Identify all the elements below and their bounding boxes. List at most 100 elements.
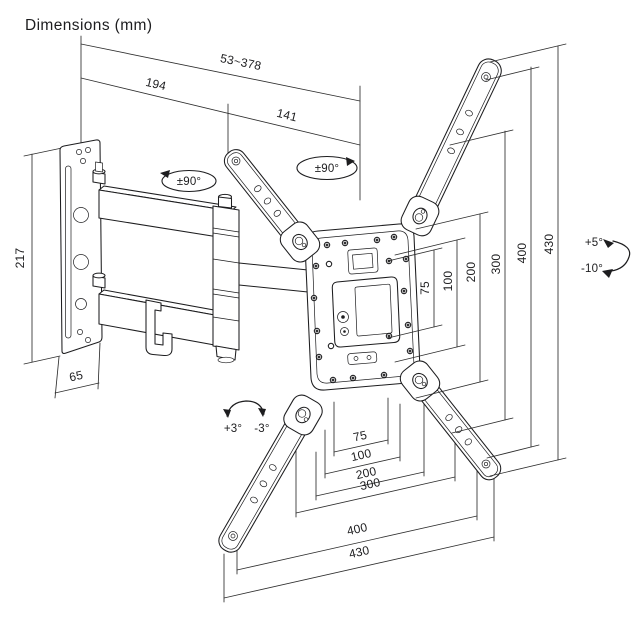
dim-label-right-400: 400 bbox=[515, 243, 529, 264]
arm-pivot-hole bbox=[301, 242, 307, 248]
arrowhead-icon bbox=[160, 170, 170, 178]
elbow-joint-line bbox=[212, 227, 240, 233]
center-bracket-inner bbox=[354, 283, 393, 337]
arm-pivot-hole bbox=[303, 417, 309, 422]
dim-line-53-378 bbox=[80, 43, 361, 102]
elbow-joint-line bbox=[212, 258, 240, 264]
extension-line bbox=[97, 342, 101, 390]
tilt-down-label: -10° bbox=[581, 263, 603, 275]
tick-line bbox=[415, 379, 489, 399]
slot-dot bbox=[353, 356, 359, 361]
arrowhead-icon bbox=[602, 269, 613, 278]
slot-dot bbox=[366, 355, 372, 360]
arm-hole bbox=[263, 197, 272, 205]
tick-line bbox=[489, 43, 567, 63]
arm-hole bbox=[250, 496, 258, 504]
wall-plate-hole bbox=[85, 337, 91, 343]
dim-label-bottom-200: 200 bbox=[355, 464, 378, 482]
dim-label-right-200: 200 bbox=[464, 262, 478, 283]
arrowhead-icon bbox=[223, 409, 231, 418]
arm-hole bbox=[464, 438, 472, 446]
vesa-arm-lower-left bbox=[218, 394, 323, 553]
wall-plate-hole bbox=[73, 207, 89, 223]
faceplate-holes bbox=[310, 233, 414, 384]
dim-label-left-217: 217 bbox=[13, 248, 27, 269]
arm-pivot-hole bbox=[420, 209, 426, 214]
arm-hole bbox=[456, 128, 464, 136]
dim-line-bottom-100 bbox=[324, 456, 401, 475]
dim-label-bottom-75: 75 bbox=[352, 428, 369, 445]
level-minus-label: -3° bbox=[254, 423, 269, 435]
tick-line bbox=[489, 457, 567, 477]
arm-pivot-hole bbox=[414, 213, 424, 222]
elbow-foot bbox=[217, 356, 235, 364]
vesa-arm-lower-right bbox=[399, 360, 502, 481]
page-title: Dimensions (mm) bbox=[25, 17, 152, 34]
tick-line bbox=[387, 324, 443, 339]
arm-hole bbox=[273, 209, 281, 217]
arm-tip-hole bbox=[483, 461, 489, 467]
arm-hole bbox=[445, 414, 453, 421]
swivel-arrow-ellipse bbox=[161, 169, 217, 193]
bracket-screw-dot bbox=[343, 330, 346, 333]
dim-label-left-65: 65 bbox=[68, 368, 85, 385]
elbow-column bbox=[212, 205, 240, 351]
extension-line bbox=[23, 355, 61, 365]
dim-label-right-75: 75 bbox=[418, 281, 432, 295]
arrowhead-icon bbox=[603, 239, 614, 248]
faceplate bbox=[304, 223, 421, 391]
wall-plate-hole bbox=[75, 298, 87, 310]
arm-hole bbox=[465, 109, 473, 117]
wall-plate-hole bbox=[76, 149, 82, 155]
elbow-hinge bbox=[212, 193, 240, 364]
dim-label-bottom-100: 100 bbox=[350, 446, 373, 464]
tick-line bbox=[394, 344, 466, 363]
middle-link-arm bbox=[238, 262, 309, 293]
dim-line-bottom-300 bbox=[295, 476, 456, 514]
arm-hole bbox=[269, 464, 277, 471]
bracket-screw-dot bbox=[341, 315, 345, 319]
wall-plate-hole bbox=[80, 158, 86, 164]
wall-plate bbox=[59, 139, 103, 354]
wall-plate-hole bbox=[85, 147, 91, 153]
tick-line bbox=[449, 129, 514, 146]
arm-tip-hole bbox=[230, 533, 236, 539]
arrowhead-icon bbox=[258, 408, 266, 417]
rotation-symbols bbox=[160, 155, 631, 418]
level-plus-label: +3° bbox=[224, 423, 242, 435]
dim-label-right-100: 100 bbox=[441, 271, 455, 292]
extension-line bbox=[54, 356, 60, 399]
dim-label-top-194: 194 bbox=[144, 75, 167, 93]
bottom-slot bbox=[347, 351, 378, 365]
tilt-up-label: +5° bbox=[585, 237, 603, 249]
elbow-bolt bbox=[217, 196, 233, 209]
vesa-arm-upper-left bbox=[223, 149, 321, 263]
tick-line bbox=[387, 247, 443, 262]
dim-label-right-300: 300 bbox=[489, 254, 503, 275]
arrowhead-icon bbox=[346, 157, 355, 166]
elbow-joint-line bbox=[212, 293, 240, 299]
tick-line bbox=[415, 211, 489, 230]
arm-tip-hole bbox=[233, 158, 239, 164]
vesa-arm-upper-right bbox=[400, 58, 502, 237]
dim-label-top-extension: 53~378 bbox=[219, 51, 263, 73]
tick-line bbox=[394, 237, 466, 256]
swivel-arm-label: ±90° bbox=[177, 176, 202, 188]
dim-line-65 bbox=[54, 382, 100, 394]
dimension-lines bbox=[23, 35, 559, 603]
arm-hole bbox=[259, 480, 268, 488]
arm-pivot-hole bbox=[414, 375, 424, 385]
dim-label-top-141: 141 bbox=[275, 106, 299, 125]
dim-line-bottom-200 bbox=[315, 471, 425, 497]
arm-pivot-hole bbox=[421, 381, 427, 387]
arm-pivot-hole bbox=[297, 409, 307, 418]
tick-line bbox=[486, 444, 540, 459]
arm-hole bbox=[254, 185, 262, 193]
arm-tip-hole bbox=[483, 74, 489, 80]
dimension-ticks bbox=[387, 43, 567, 477]
dim-label-right-430: 430 bbox=[542, 234, 556, 255]
hinge-bolt-top bbox=[92, 272, 106, 279]
swivel-plate-label: ±90° bbox=[315, 163, 340, 175]
dim-label-bottom-400: 400 bbox=[346, 520, 369, 538]
